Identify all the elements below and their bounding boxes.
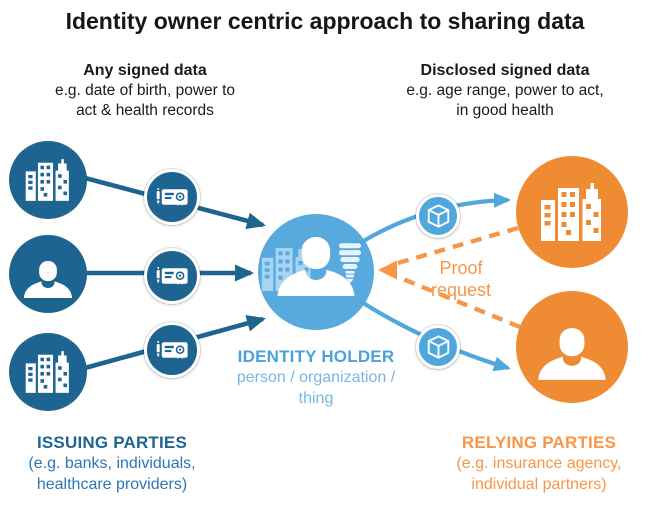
certificate-icon <box>155 338 189 362</box>
relying-party-circle-individual <box>516 291 628 403</box>
disclosure-badge-top <box>416 194 460 238</box>
right-header-line: e.g. age range, power to act, <box>406 82 604 99</box>
left-header-title: Any signed data <box>83 62 207 79</box>
left-column-header: Any signed data e.g. date of birth, powe… <box>10 60 280 121</box>
left-header-line: act & health records <box>76 102 214 119</box>
issuing-parties-line: (e.g. banks, individuals, <box>28 455 196 472</box>
issuing-party-circle-healthcare <box>9 333 87 411</box>
identity-holder-title: IDENTITY HOLDER <box>237 347 395 366</box>
issuing-parties-title: ISSUING PARTIES <box>36 433 188 452</box>
package-box-icon <box>425 203 452 230</box>
proof-request-line: request <box>430 280 492 300</box>
diagram-title: Identity owner centric approach to shari… <box>65 8 585 34</box>
package-box-icon <box>425 334 452 361</box>
proof-request-dashed-line-bottom <box>397 274 521 330</box>
credential-badge-2 <box>144 248 200 304</box>
right-column-header: Disclosed signed data e.g. age range, po… <box>385 60 625 121</box>
proof-request-line: Proof <box>439 258 483 278</box>
identity-holder-label: IDENTITY HOLDER person / organization / … <box>212 346 420 409</box>
relying-parties-label: RELYING PARTIES (e.g. insurance agency, … <box>428 432 650 495</box>
issuing-parties-label: ISSUING PARTIES (e.g. banks, individuals… <box>0 432 224 495</box>
proof-request-label: Proof request <box>411 257 511 301</box>
credential-badge-3 <box>144 322 200 378</box>
proof-request-dashed-line-top <box>397 225 519 266</box>
issuing-party-circle-bank <box>9 141 87 219</box>
identity-holder-line: thing <box>298 390 334 407</box>
issuing-party-circle-individual <box>9 235 87 313</box>
relying-parties-line: (e.g. insurance agency, <box>456 455 622 472</box>
disclosure-badge-bottom <box>416 325 460 369</box>
identity-holder-circle <box>258 214 374 330</box>
relying-parties-title: RELYING PARTIES <box>461 433 617 452</box>
identity-holder-line: person / organization / <box>236 369 396 386</box>
issuing-parties-line: healthcare providers) <box>36 475 188 493</box>
certificate-icon <box>155 185 189 209</box>
credential-badge-1 <box>144 169 200 225</box>
proof-request-arrowhead <box>378 260 397 280</box>
relying-party-circle-agency <box>516 156 628 268</box>
right-header-line: in good health <box>456 102 554 119</box>
certificate-icon <box>155 264 189 288</box>
relying-parties-line: individual partners) <box>471 475 607 493</box>
left-header-line: e.g. date of birth, power to <box>54 82 236 99</box>
right-header-title: Disclosed signed data <box>420 62 590 79</box>
